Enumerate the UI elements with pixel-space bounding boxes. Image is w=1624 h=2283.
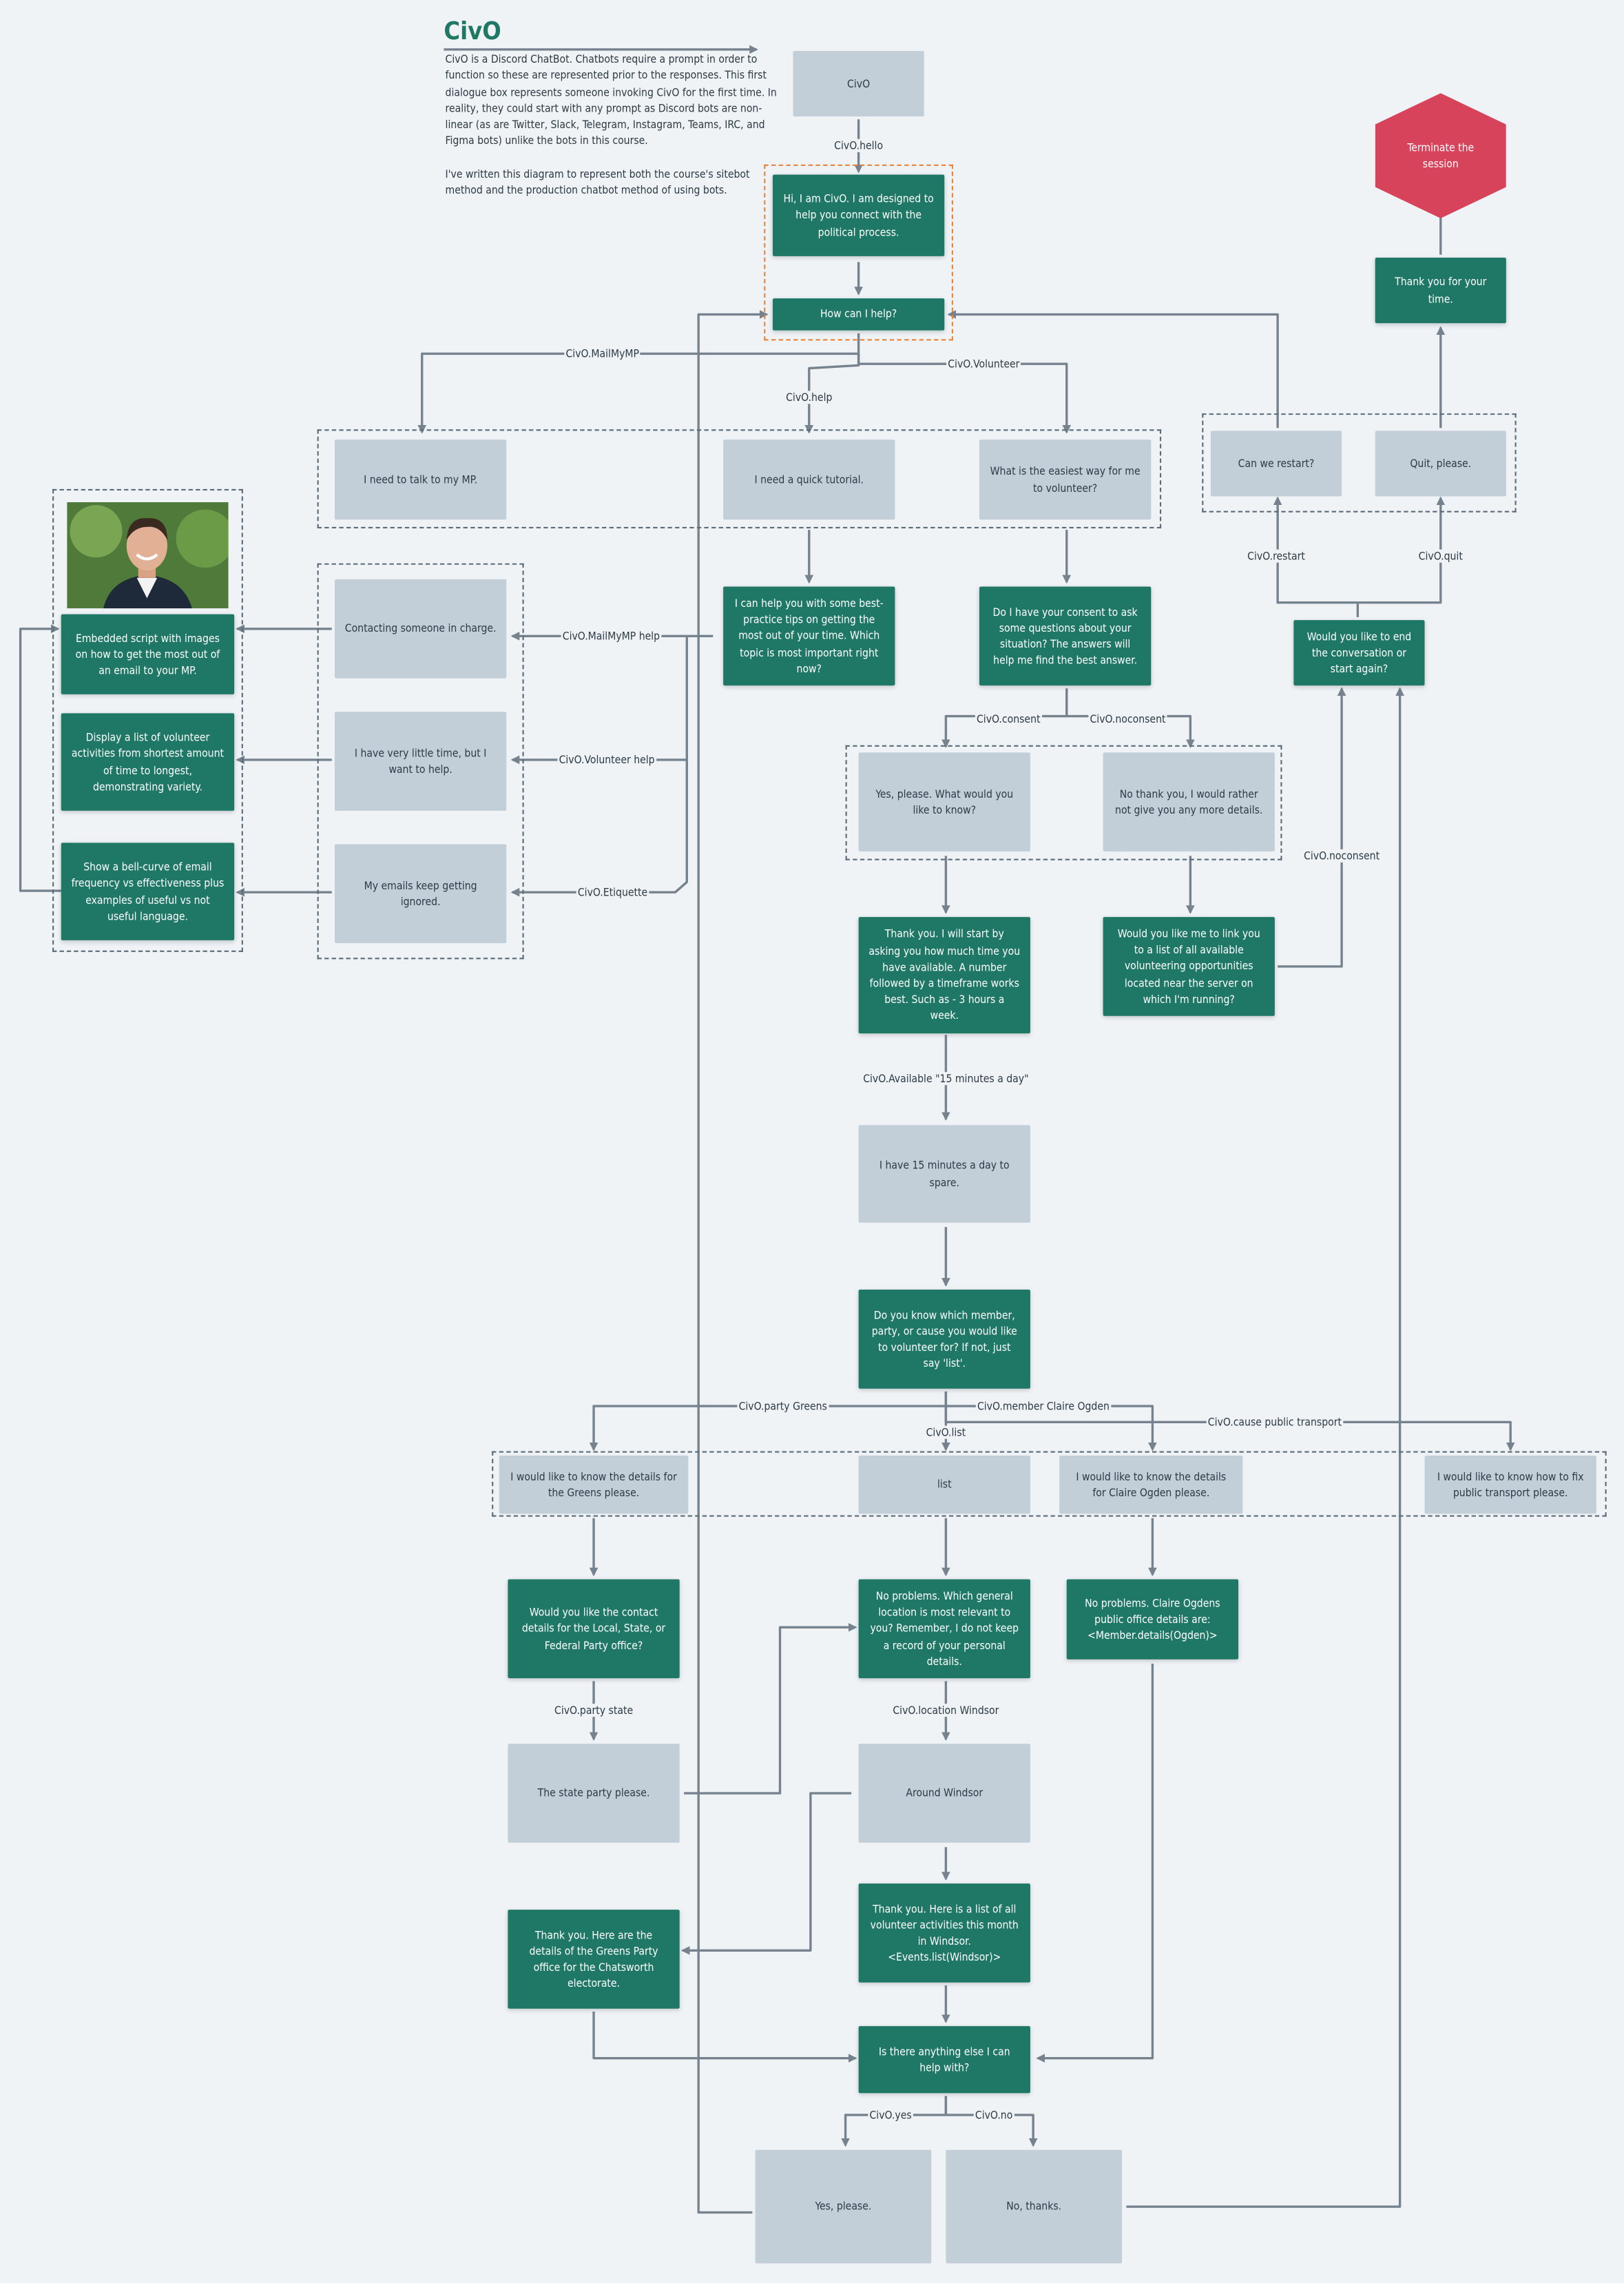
edge-label: CivO.MailMyMP [564,347,641,360]
node-restart: Can we restart? [1210,431,1342,497]
edge-label: CivO.party state [552,1704,635,1717]
help-topics-group [317,563,524,960]
session-choice-group [1202,413,1517,513]
node-claire: I would like to know the details for Cla… [1059,1455,1243,1514]
node-display-list: Display a list of volunteer activities f… [61,713,235,811]
main-options-group [317,429,1162,528]
edge-label: CivO.list [924,1425,968,1439]
outputs-group [52,488,243,952]
node-list: list [858,1455,1030,1514]
edge-label: CivO.consent [975,712,1042,726]
node-contact-details: Would you like the contact details for t… [508,1579,680,1679]
node-consent: Do I have your consent to ask some quest… [979,586,1152,686]
edge-label: CivO.location Windsor [891,1704,1001,1717]
node-contacting: Contacting someone in charge. [334,579,507,679]
node-around-windsor: Around Windsor [858,1744,1030,1843]
edge-label: CivO.member Claire Ogden [975,1399,1112,1413]
edge-label: CivO.help [784,391,834,404]
node-talk-to-mp: I need to talk to my MP. [334,440,507,520]
mp-photo [67,502,229,609]
node-yes-know: Yes, please. What would you like to know… [858,752,1030,852]
node-anything-else: Is there anything else I can help with? [858,2026,1030,2094]
edge-label: CivO.noconsent [1088,712,1167,726]
node-thank-time: Thank you for your time. [1375,257,1506,324]
node-emails-ignored: My emails keep getting ignored. [334,844,507,944]
consent-group [845,745,1282,860]
node-bell-curve: Show a bell-curve of email frequency vs … [61,843,235,940]
intro-paragraph: CivO is a Discord ChatBot. Chatbots requ… [445,52,777,148]
node-which-member: Do you know which member, party, or caus… [858,1290,1030,1389]
diagram-title: CivO [444,17,501,47]
node-transport: I would like to know how to fix public t… [1424,1455,1596,1514]
node-yes-please: Yes, please. [755,2149,932,2264]
edge-label: CivO.yes [868,2108,913,2122]
node-tutorial: I need a quick tutorial. [723,440,895,520]
node-terminate: Terminate the session [1375,93,1506,218]
node-quit: Quit, please. [1375,431,1506,497]
node-no-thanks: No, thanks. [946,2149,1123,2264]
node-no-problems: No problems. Which general location is m… [858,1579,1030,1679]
edge-label: CivO.noconsent [1302,849,1382,862]
edge-label: CivO.party Greens [737,1399,829,1413]
node-greens-office: Thank you. Here are the details of the G… [508,1910,680,2009]
edge-label: CivO.quit [1417,549,1464,563]
node-greens: I would like to know the details for the… [499,1455,689,1514]
edge-label: CivO.Etiquette [576,885,649,899]
node-claire-details: No problems. Claire Ogdens public office… [1066,1579,1239,1660]
node-civo-invoke: CivO [793,50,924,117]
edge-label: CivO.hello [833,138,885,152]
node-tips: I can help you with some best-practice t… [723,586,895,686]
edge-label: CivO.MailMyMP help [561,629,662,643]
node-windsor-list: Thank you. Here is a list of all volunte… [858,1883,1030,1983]
node-state-party: The state party please. [508,1744,680,1843]
node-how-can-i-help: How can I help? [772,298,945,331]
edge-label: CivO.restart [1246,549,1307,563]
intro-text: CivO is a Discord ChatBot. Chatbots requ… [446,51,780,214]
volunteer-choice-group [492,1451,1607,1517]
node-volunteer: What is the easiest way for me to volunt… [979,440,1152,520]
node-end-question: Would you like to end the conversation o… [1293,620,1425,686]
edge-label: CivO.Available "15 minutes a day" [862,1072,1030,1086]
node-fifteen-minutes: I have 15 minutes a day to spare. [858,1125,1030,1223]
start-highlight-group [764,164,953,341]
node-little-time: I have very little time, but I want to h… [334,712,507,811]
edge-label: CivO.cause public transport [1206,1415,1344,1429]
node-hello: Hi, I am CivO. I am designed to help you… [772,174,945,256]
node-embedded-script: Embedded script with images on how to ge… [61,614,235,694]
intro-paragraph: I've written this diagram to represent b… [445,167,750,197]
node-link-list: Would you like me to link you to a list … [1103,917,1275,1016]
edge-label: CivO.Volunteer help [557,753,656,767]
edge-label: CivO.no [973,2108,1014,2122]
node-thank-start: Thank you. I will start by asking you ho… [858,917,1030,1034]
node-no-details: No thank you, I would rather not give yo… [1103,752,1275,852]
edge-label: CivO.Volunteer [946,357,1021,371]
